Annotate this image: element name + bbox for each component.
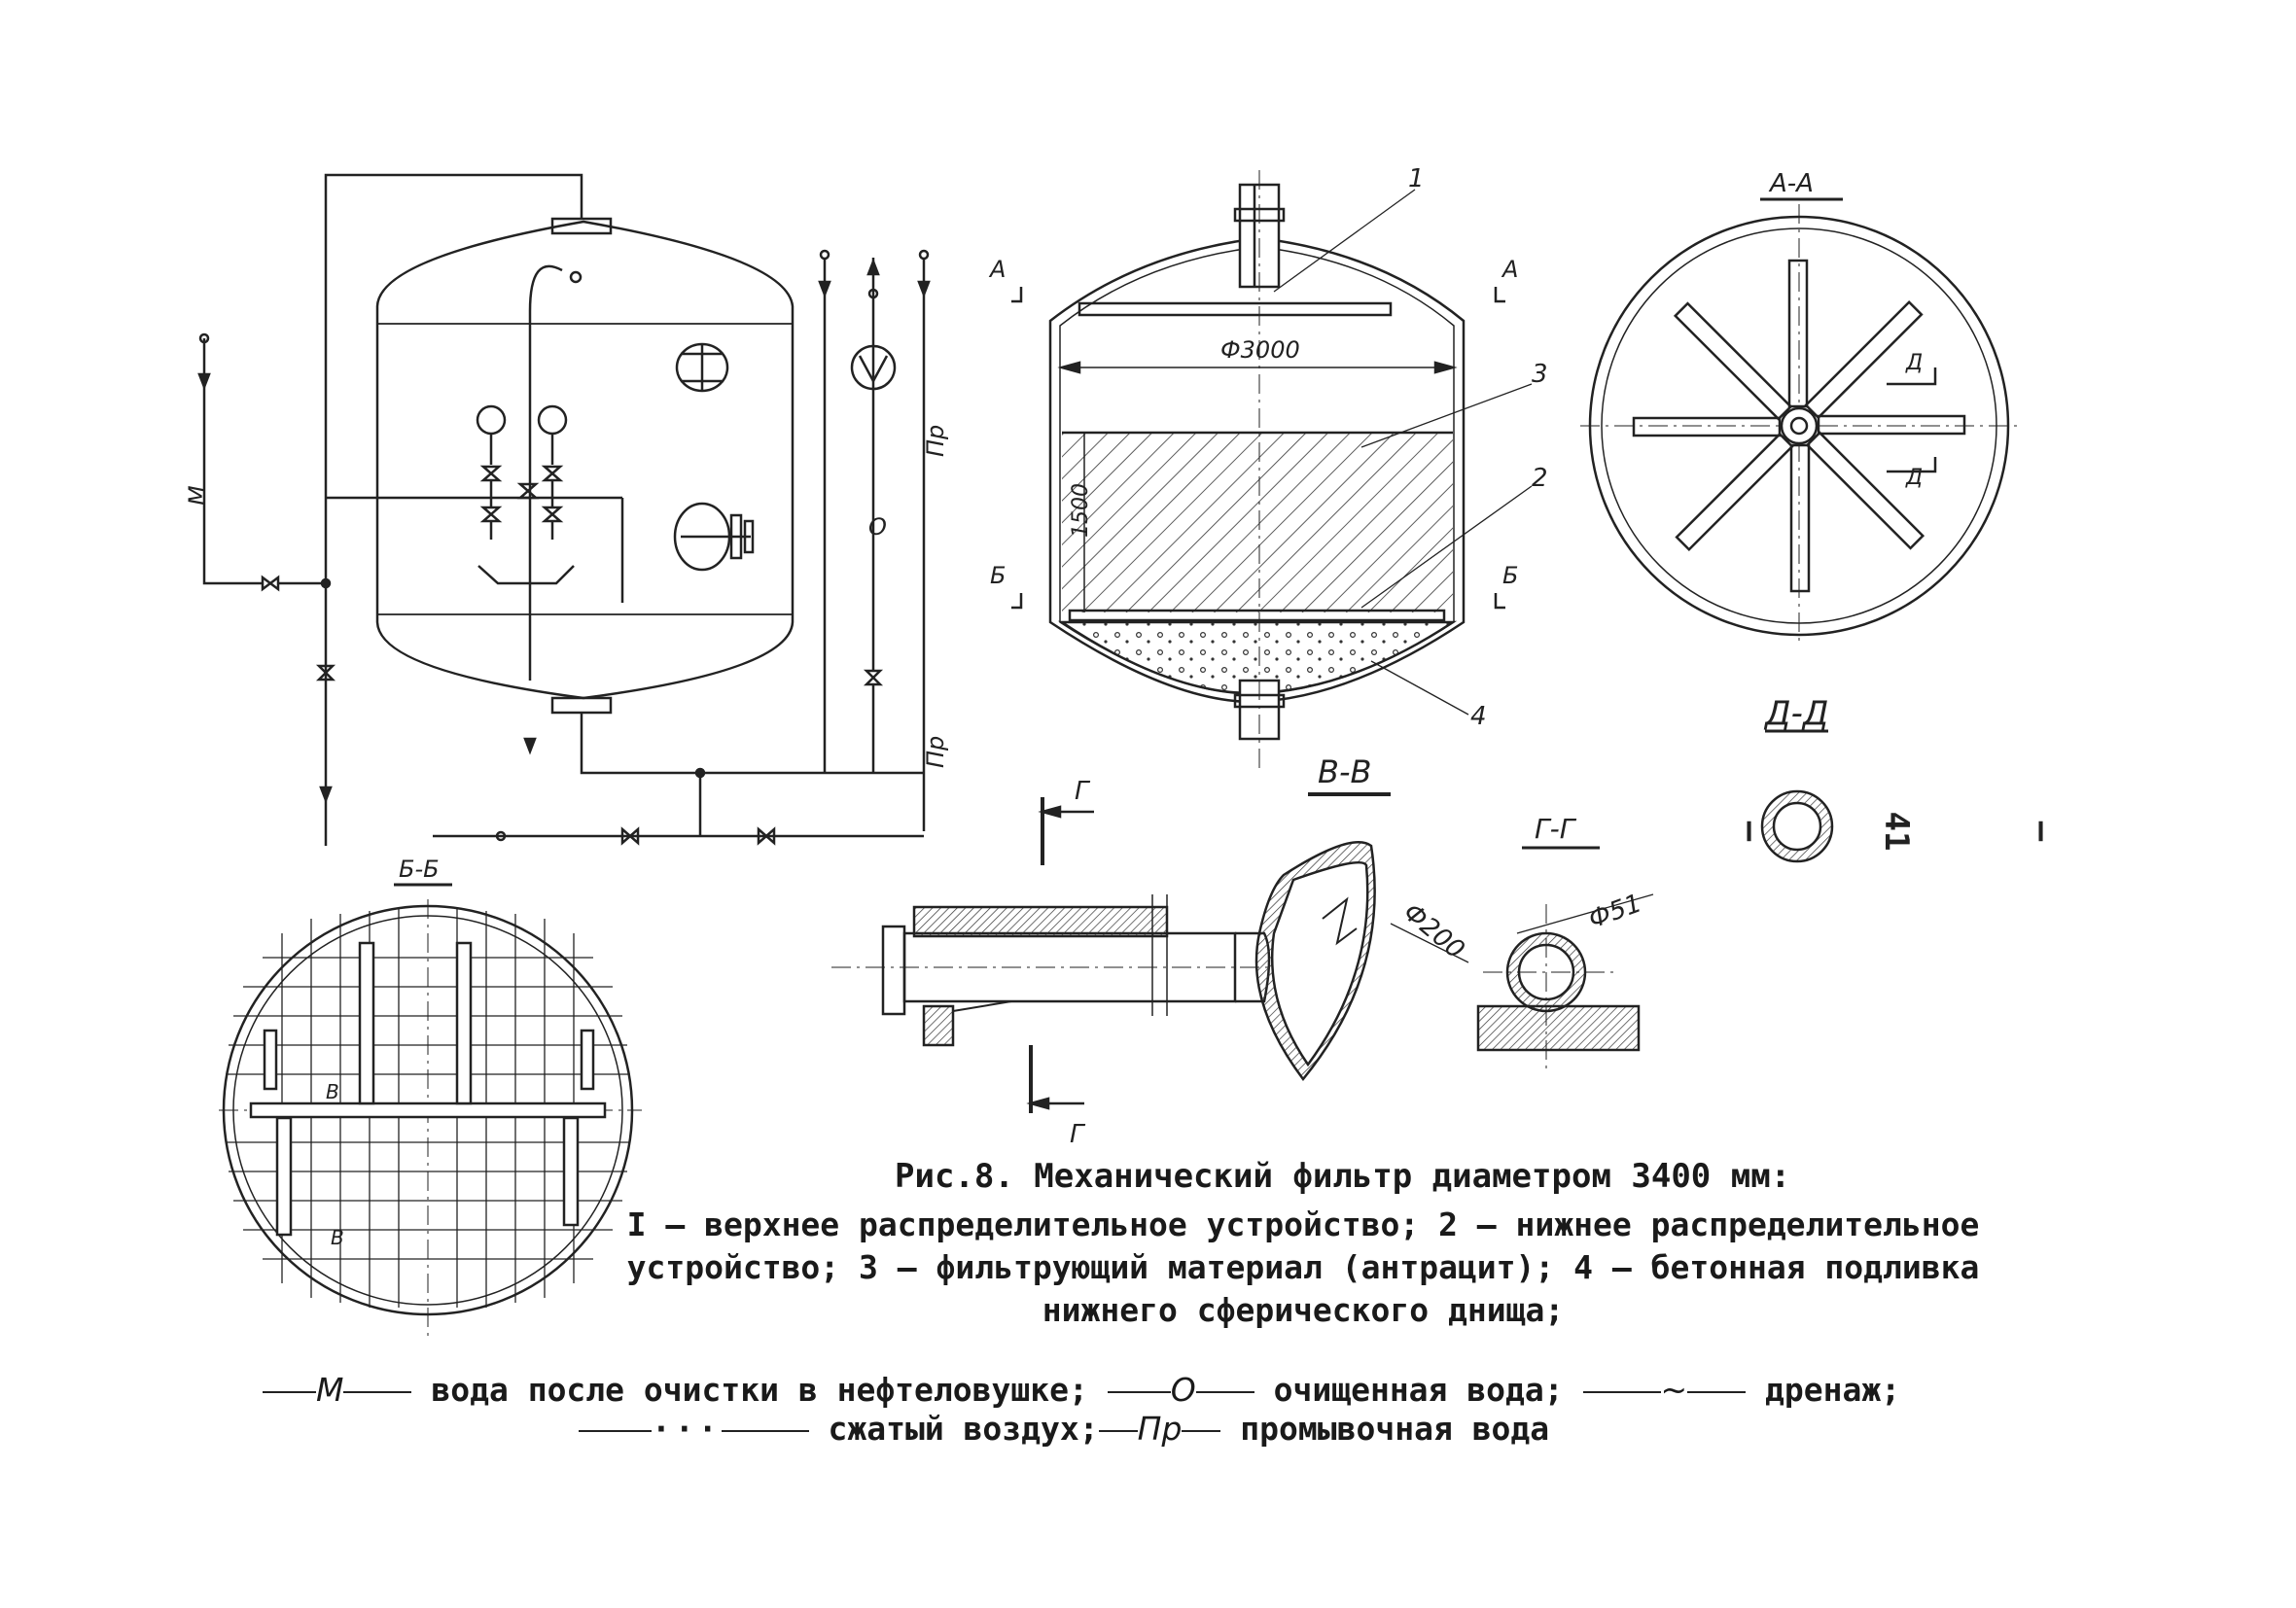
section-mark-a-left: А <box>988 256 1006 283</box>
section-mark-g-bottom: Г <box>1070 1120 1086 1149</box>
legend-pr-text: промывочная вода <box>1240 1410 1550 1448</box>
section-title-bb: Б-Б <box>399 856 440 883</box>
section-aa-view <box>1580 197 2018 863</box>
label-line-pr-top: Пр <box>922 425 949 457</box>
section-mark-d-bottom: Д <box>1905 466 1923 490</box>
lower-distributor <box>1068 609 1446 622</box>
label-line-m: М <box>184 485 211 506</box>
gauge-2-icon <box>537 404 568 436</box>
section-mark-d-top: Д <box>1905 351 1923 375</box>
section-mark-a-right: А <box>1501 256 1518 283</box>
legend-pr-symbol: Пр <box>1137 1410 1183 1448</box>
figure-title: Рис.8. Механический фильтр диаметром 340… <box>895 1157 1791 1196</box>
section-title-vv: В-В <box>1318 753 1371 790</box>
legend-row-2: ··· сжатый воздух;Пр промывочная вода <box>579 1410 1549 1448</box>
manhole-top-icon <box>675 342 729 393</box>
dim-height: 1500 <box>1069 483 1093 538</box>
caption-line-1: I – верхнее распределительное устройство… <box>626 1206 1980 1243</box>
main-header <box>249 1101 607 1119</box>
legend-o-text: очищенная вода; <box>1273 1371 1564 1409</box>
piping-scheme <box>197 173 931 846</box>
filter-media-hatch <box>1062 433 1453 612</box>
section-mark-b-left: Б <box>990 562 1006 589</box>
manhole-side-icon <box>673 502 755 572</box>
label-line-o: О <box>868 513 887 541</box>
vessel-outline <box>375 220 795 700</box>
legend-drain-text: дренаж; <box>1765 1371 1901 1409</box>
dim-pipe: Ф200 <box>1397 897 1469 964</box>
section-mark-b-right: Б <box>1502 562 1518 589</box>
caption-line-2: устройство; 3 – фильтрующий материал (ан… <box>626 1248 1980 1286</box>
dim-pipe-small: Ф51 <box>1585 889 1645 934</box>
legend-air-text: сжатый воздух; <box>828 1410 1099 1448</box>
caption-line-3: нижнего сферического днища; <box>1042 1291 1565 1329</box>
page-number: – 41 – <box>1731 811 2062 852</box>
legend-air-dash <box>579 1429 652 1432</box>
section-title-aa: А-А <box>1768 169 1814 198</box>
label-line-pr-bottom: Пр <box>922 736 949 768</box>
legend-o-symbol: О <box>1170 1371 1196 1409</box>
callout-3: 3 <box>1532 360 1548 389</box>
section-bb-plan-view <box>219 883 642 1337</box>
vessel-section-view <box>1011 170 1533 796</box>
section-title-gg: Г-Г <box>1535 813 1577 845</box>
section-mark-g-top: Г <box>1075 777 1091 806</box>
upper-distributor <box>1077 301 1393 317</box>
slotted-section <box>912 905 1169 938</box>
section-mark-v-bottom: В <box>331 1226 344 1249</box>
callout-4: 4 <box>1470 702 1487 731</box>
legend-m-text: вода после очистки в нефтеловушке; <box>431 1371 1088 1409</box>
pipe-detail-view <box>831 797 1654 1113</box>
flow-meter-icon <box>850 344 897 391</box>
bottom-nozzle <box>550 696 613 715</box>
section-title-dd: Д-Д <box>1763 694 1828 733</box>
callout-1: 1 <box>1408 164 1425 193</box>
dim-diameter: Ф3000 <box>1220 336 1300 364</box>
callout-2: 2 <box>1532 464 1548 493</box>
legend-row-1: М вода после очистки в нефтеловушке; О о… <box>263 1371 1900 1409</box>
legend-m-symbol: М <box>316 1371 344 1409</box>
section-mark-v-top: В <box>326 1080 339 1103</box>
radial-arms <box>1632 259 1966 593</box>
gauge-1-icon <box>476 404 507 436</box>
legend-drain-symbol: ~ <box>1660 1371 1688 1409</box>
